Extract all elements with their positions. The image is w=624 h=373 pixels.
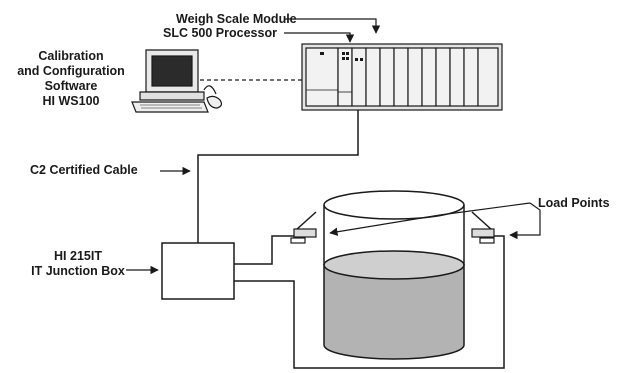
calibration-line-1: Calibration	[38, 49, 104, 63]
junction-line-1: HI 215IT	[54, 249, 102, 263]
load-points-label: Load Points	[538, 196, 610, 210]
certified-cable	[197, 110, 359, 243]
calibration-line-4: HI WS100	[42, 94, 100, 108]
load-points-arrow-left	[329, 202, 531, 236]
calibration-line-2: and Configuration	[17, 64, 125, 78]
calibration-line-3: Software	[44, 79, 98, 93]
weigh-scale-arrow	[285, 18, 381, 34]
calibration-software-label: Calibration and Configuration Software H…	[10, 49, 132, 109]
load-cable-right	[234, 235, 505, 369]
slc-processor-label: SLC 500 Processor	[163, 26, 277, 40]
junction-line-2: IT Junction Box	[31, 264, 125, 278]
cable-label: C2 Certified Cable	[30, 163, 138, 177]
weigh-scale-label: Weigh Scale Module	[176, 12, 297, 26]
junction-box	[161, 242, 235, 300]
load-points-arrow-right	[509, 202, 541, 240]
plc-rack-icon	[301, 43, 503, 111]
load-cell-right	[471, 228, 495, 244]
computer-icon	[131, 49, 223, 113]
junction-box-label: HI 215IT IT Junction Box	[8, 249, 148, 279]
slc-arrow	[284, 32, 355, 43]
load-cable-left	[234, 235, 296, 265]
weigh-tank-icon	[295, 190, 493, 360]
load-cell-left	[290, 228, 317, 244]
